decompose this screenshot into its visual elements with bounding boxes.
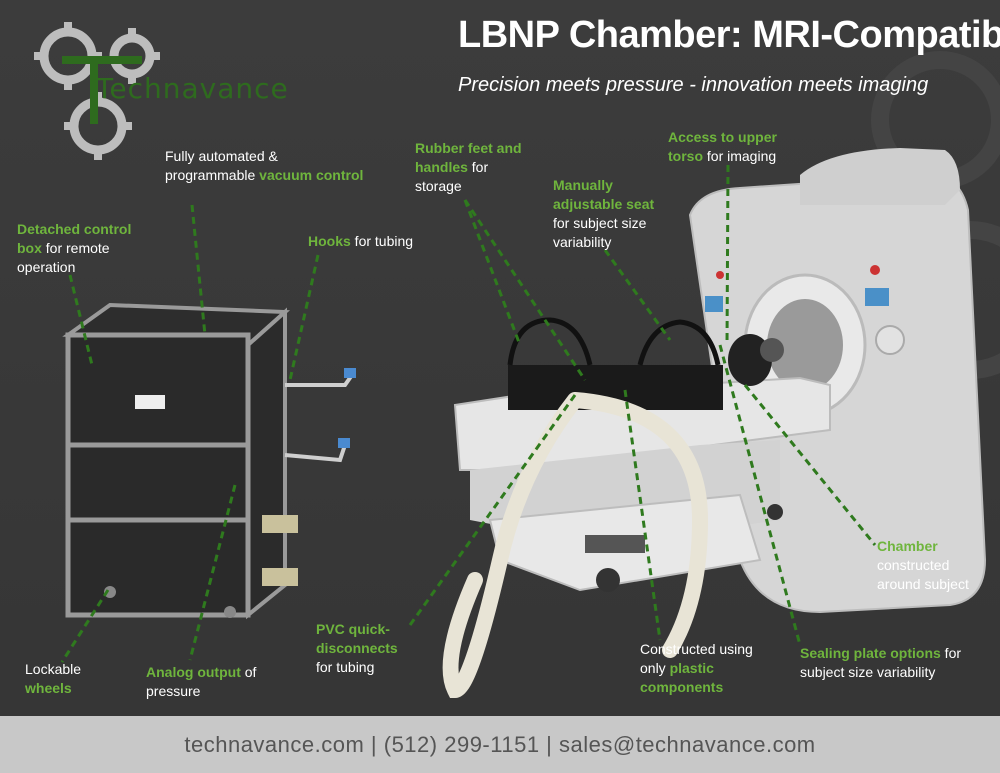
callout-adjustable-seat: Manually adjustable seat for subject siz… (553, 177, 655, 250)
page-subtitle: Precision meets pressure - innovation me… (458, 74, 929, 96)
page-title: LBNP Chamber: MRI-Compatible (458, 14, 1000, 56)
callout-leader-lines (60, 164, 877, 663)
callout-upper-torso: Access to upper torso for imaging (668, 129, 777, 164)
callout-hooks: Hooks for tubing (308, 233, 414, 249)
callout-sealing-plate: Sealing plate options for subject size v… (800, 645, 962, 680)
callout-detached-control-box: Detached control box for remote operatio… (17, 221, 132, 275)
control-box (62, 302, 356, 620)
contact-info: technavance.com | (512) 299-1151 | sales… (184, 731, 816, 757)
callout-rubber-feet: Rubber feet and handles for storage (415, 140, 522, 194)
gear-logo-icon (34, 22, 160, 160)
callout-vacuum-control: Fully automated & programmable vacuum co… (165, 148, 364, 183)
callout-plastic-components: Constructed using only plastic component… (640, 641, 753, 695)
contact-footer: technavance.com | (512) 299-1151 | sales… (0, 716, 1000, 773)
lbnp-chamber (507, 317, 784, 410)
callout-lockable-wheels: Lockable wheels (25, 661, 82, 696)
callout-chamber: Chamber constructed around subject (877, 538, 969, 592)
callout-analog-output: Analog output of pressure (146, 664, 257, 699)
brand-name: Technavance (96, 72, 289, 105)
product-illustration (60, 148, 987, 699)
vacuum-tubing (442, 392, 709, 699)
callout-pvc-disconnects: PVC quick-disconnects for tubing (316, 621, 398, 675)
